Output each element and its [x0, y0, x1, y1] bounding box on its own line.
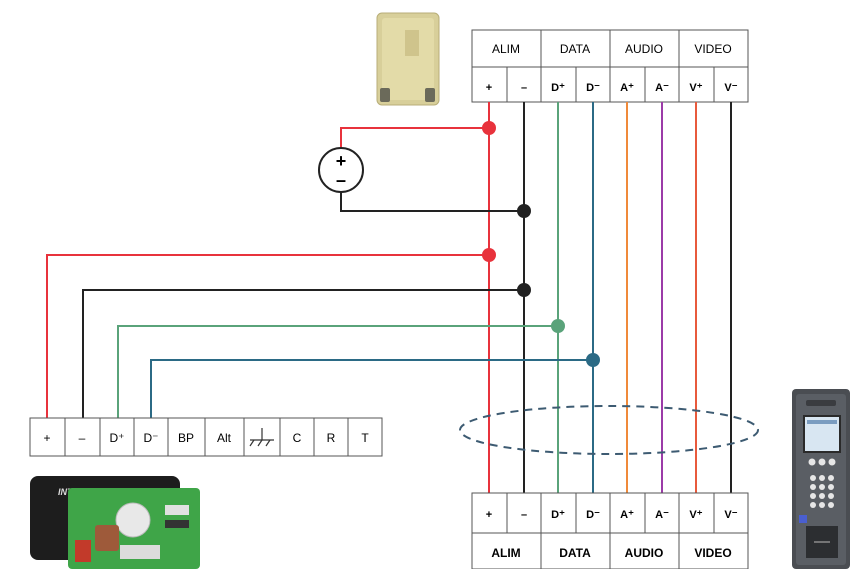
top-pin-dminus: D⁻	[586, 82, 600, 94]
left-terminal-block: + – D⁺ D⁻ BP Alt C R T	[29, 417, 383, 457]
module-plus-wire	[46, 254, 489, 418]
supply-minus-sign: –	[336, 170, 346, 190]
left-pin-c: C	[293, 431, 302, 445]
panel-button	[808, 458, 816, 466]
bottom-pin-aplus: A⁺	[620, 509, 634, 521]
intercom-panel	[792, 389, 850, 569]
bottom-pin-aminus: A⁻	[655, 509, 669, 521]
module-dminus-wire	[150, 359, 593, 418]
bottom-pin-dplus: D⁺	[551, 509, 565, 521]
top-group-audio: AUDIO	[625, 42, 663, 56]
left-pin-t: T	[361, 431, 369, 445]
left-pin-bp: BP	[178, 431, 194, 445]
supply-plus-sign: +	[336, 151, 347, 171]
keypad	[810, 475, 834, 508]
junction-dot	[482, 121, 496, 135]
bottom-group-alim: ALIM	[491, 546, 520, 560]
junction-dot	[586, 353, 600, 367]
supply-plus-wire	[340, 127, 489, 150]
junction-dot	[482, 248, 496, 262]
top-group-data: DATA	[560, 42, 590, 56]
supply-minus-wire	[340, 190, 524, 212]
power-supply-wires	[340, 127, 524, 212]
top-pin-dplus: D⁺	[551, 82, 565, 94]
bottom-pin-vminus: V⁻	[724, 509, 737, 521]
intratone-module: INTRATONE	[30, 476, 200, 569]
top-group-alim: ALIM	[492, 42, 520, 56]
bottom-group-video: VIDEO	[694, 546, 731, 560]
junction-dots	[482, 121, 600, 367]
left-pin-dplus: D⁺	[110, 431, 125, 445]
top-pin-vminus: V⁻	[724, 82, 737, 94]
top-pin-minus: –	[521, 82, 527, 94]
left-pin-r: R	[327, 431, 336, 445]
panel-button	[818, 458, 826, 466]
bottom-pin-minus: –	[521, 509, 527, 521]
left-pin-plus: +	[43, 431, 50, 445]
bottom-terminal-block: + – D⁺ D⁻ A⁺ A⁻ V⁺ V⁻ ALIM DATA AUDIO VI…	[471, 492, 749, 569]
module-dplus-wire	[117, 325, 558, 418]
bottom-group-data: DATA	[559, 546, 591, 560]
bottom-pin-plus: +	[486, 509, 492, 521]
power-supply-symbol: + –	[318, 147, 364, 193]
module-minus-wire	[82, 289, 524, 418]
bottom-pin-dminus: D⁻	[586, 509, 600, 521]
top-pin-plus: +	[486, 82, 492, 94]
cable-bundle-ellipse	[459, 405, 759, 455]
top-terminal-block: ALIM DATA AUDIO VIDEO + – D⁺ D⁻ A⁺ A⁻ V⁺…	[471, 29, 749, 103]
top-group-video: VIDEO	[694, 42, 731, 56]
panel-button	[828, 458, 836, 466]
ground-icon	[249, 428, 274, 447]
junction-dot	[517, 283, 531, 297]
junction-dot	[517, 204, 531, 218]
top-pin-aminus: A⁻	[655, 82, 669, 94]
power-supply-module	[376, 12, 440, 106]
top-pin-vplus: V⁺	[689, 82, 702, 94]
bottom-group-audio: AUDIO	[625, 546, 664, 560]
left-pin-alt: Alt	[217, 431, 232, 445]
left-pin-minus: –	[79, 431, 86, 445]
module-wires	[46, 254, 593, 418]
left-pin-dminus: D⁻	[144, 431, 159, 445]
junction-dot	[551, 319, 565, 333]
top-pin-aplus: A⁺	[620, 82, 634, 94]
bus-wires	[488, 102, 732, 493]
bottom-pin-vplus: V⁺	[689, 509, 702, 521]
